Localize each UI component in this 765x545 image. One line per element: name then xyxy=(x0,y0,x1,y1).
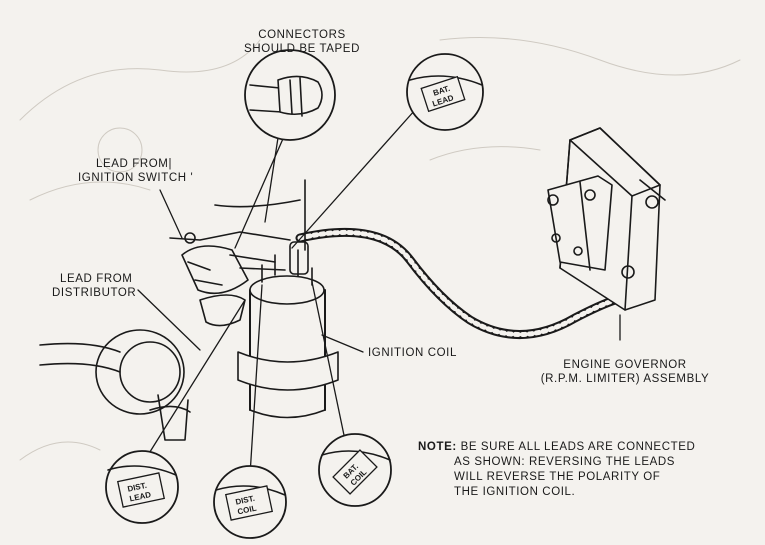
distributor-lead-label: LEAD FROM DISTRIBUTOR xyxy=(52,272,136,300)
ignition-switch-lead-line2: IGNITION SWITCH ' xyxy=(78,172,194,184)
note-line2: AS SHOWN: REVERSING THE LEADS xyxy=(454,456,676,468)
dist-coil-tag-bottom: COIL xyxy=(237,504,258,517)
governor-label-line2: (R.P.M. LIMITER) ASSEMBLY xyxy=(540,373,710,385)
ignition-switch-lead-line1: LEAD FROM| xyxy=(96,158,173,170)
note-line1: BE SURE ALL LEADS ARE CONNECTED xyxy=(460,441,696,453)
distributor xyxy=(39,329,191,441)
dist-coil-tag: DIST. COIL xyxy=(224,485,274,521)
dist-coil-tag-top: DIST. xyxy=(235,494,256,507)
background-engine-sketch xyxy=(19,37,741,461)
connectors-label: CONNECTORS SHOULD BE TAPED xyxy=(232,28,372,56)
dist-lead-tag-bottom: LEAD xyxy=(129,490,152,503)
connectors-label-line2: SHOULD BE TAPED xyxy=(244,43,360,55)
connectors-label-line1: CONNECTORS xyxy=(258,29,346,41)
note-prefix: NOTE: xyxy=(418,441,457,453)
governor-assembly xyxy=(547,127,666,311)
distributor-lead-line2: DISTRIBUTOR xyxy=(52,287,137,299)
note-line3: WILL REVERSE THE POLARITY OF xyxy=(454,471,661,483)
governor-cable xyxy=(295,227,620,339)
connector-cluster xyxy=(169,199,301,327)
bat-coil-tag: BAT. COIL xyxy=(332,449,378,495)
dist-lead-tag-top: DIST. xyxy=(127,481,148,494)
ignition-coil-label: IGNITION COIL xyxy=(368,347,457,359)
ignition-switch-lead-label: LEAD FROM| IGNITION SWITCH ' xyxy=(78,157,193,185)
ignition-coil xyxy=(237,179,339,419)
governor-label-line1: ENGINE GOVERNOR xyxy=(563,359,687,371)
taped-connector-detail xyxy=(249,75,323,117)
governor-label: ENGINE GOVERNOR (R.P.M. LIMITER) ASSEMBL… xyxy=(535,358,715,386)
dist-lead-tag: DIST. LEAD xyxy=(116,472,166,508)
note-line4: THE IGNITION COIL. xyxy=(454,486,576,498)
bat-lead-tag: BAT. LEAD xyxy=(420,75,466,113)
distributor-lead-line1: LEAD FROM xyxy=(60,273,133,285)
note-block: NOTE: BE SURE ALL LEADS ARE CONNECTED AS… xyxy=(418,440,695,500)
